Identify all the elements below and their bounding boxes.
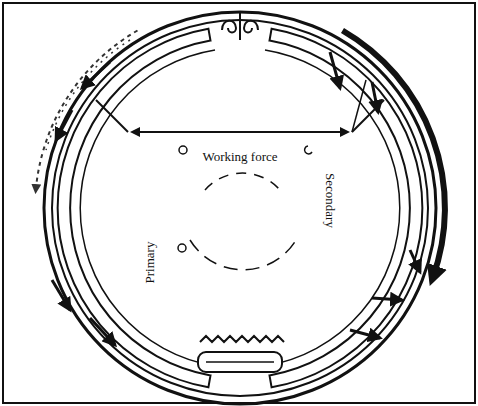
force-label: Working force [202,150,277,163]
drum-outer [44,12,436,404]
pivot-pin [178,244,186,252]
dashed-rotation-arrow [36,31,138,191]
drum-inner [52,20,428,396]
anchor-curl [222,21,236,33]
force-link [96,100,128,132]
secondary-shoe-web [265,50,400,366]
pivot-pin [179,146,187,154]
primary-shoe-web [80,50,215,366]
pivot-hook [305,146,312,154]
force-link [352,80,366,132]
adjuster-screw [206,361,274,363]
adjuster [198,352,282,372]
dashed-rotation-arrow [46,40,130,150]
shoe-label: Primary [143,241,156,283]
drum-rotation-arrow [343,31,445,279]
anchor-curl [244,21,258,33]
shoe-label: Secondary [324,173,337,228]
adjuster-spring [200,336,284,342]
anchor-pin [239,12,241,40]
hub-outline [205,173,280,190]
shoe-force-arrows [52,52,420,345]
hub-outline [190,240,296,270]
frame [3,3,475,403]
working-force-arrow [132,131,348,133]
